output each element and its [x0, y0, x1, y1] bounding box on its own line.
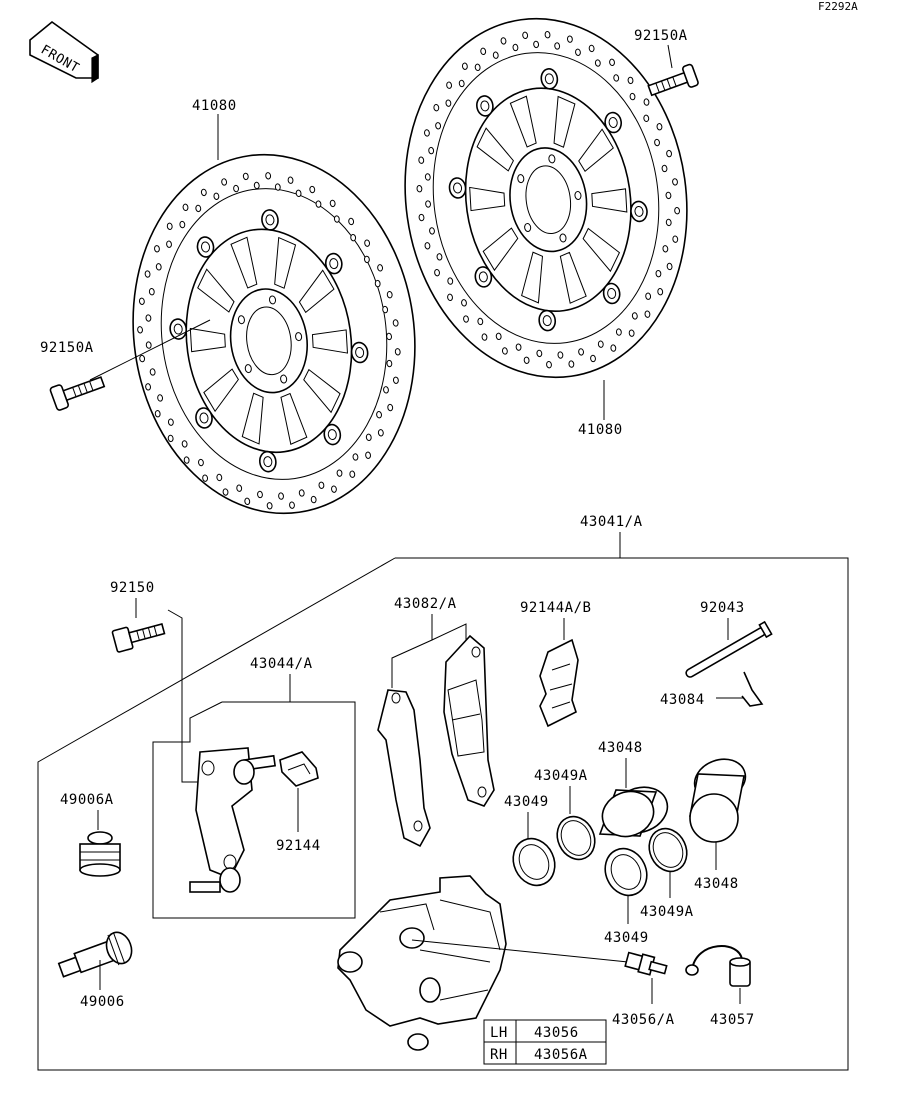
bracket-assembly-frame — [152, 701, 356, 919]
label-boot-a: 49006A — [60, 792, 114, 808]
label-bolt-right: 92150A — [634, 28, 688, 44]
label-disc-right: 41080 — [578, 422, 623, 438]
table-row-rh-part: 43056A — [534, 1047, 588, 1063]
caliper-side-table: LH 43056 RH 43056A — [483, 1019, 607, 1065]
slide-pin-icon — [57, 931, 133, 978]
brake-disc-right — [404, 17, 688, 379]
piston-top-icon — [598, 786, 669, 838]
caliper-assembly-frame — [37, 557, 849, 1071]
table-row-lh-side: LH — [490, 1025, 508, 1041]
label-clip-small: 92144 — [276, 838, 321, 854]
label-seal-top: 43049 — [504, 794, 549, 810]
brake-disc-left — [132, 153, 416, 515]
table-row-rh-side: RH — [490, 1047, 508, 1063]
pad-clip-small-icon — [279, 751, 319, 787]
label-slide-pin: 49006 — [80, 994, 125, 1010]
caliper-bolt-icon — [111, 622, 166, 653]
piston-right-icon — [689, 758, 747, 843]
label-caliper-bolt: 92150 — [110, 580, 155, 596]
label-seal-bottom: 43049 — [604, 930, 649, 946]
disc-bolt-right-icon — [647, 63, 699, 97]
label-bleeder: 43056/A — [612, 1012, 675, 1028]
label-pad-spring: 92144A/B — [520, 600, 591, 616]
seal-bottom-icon — [604, 847, 648, 897]
caliper-body-icon — [337, 875, 507, 1051]
label-bracket-assy: 43044/A — [250, 656, 313, 672]
front-arrow-icon: FRONT — [29, 20, 99, 84]
label-bleeder-cap: 43057 — [710, 1012, 755, 1028]
label-piston-right: 43048 — [694, 876, 739, 892]
brake-pad-left-icon — [377, 689, 431, 848]
seal-a-right-icon — [648, 827, 688, 873]
label-caliper-assy: 43041/A — [580, 514, 643, 530]
label-bolt-left: 92150A — [40, 340, 94, 356]
label-disc-left: 41080 — [192, 98, 237, 114]
bleeder-cap-icon — [685, 945, 751, 987]
label-pin-clip: 43084 — [660, 692, 705, 708]
seal-top-icon — [512, 837, 556, 887]
label-piston-top: 43048 — [598, 740, 643, 756]
pad-spring-icon — [539, 638, 579, 728]
label-seal-a-right: 43049A — [640, 904, 694, 920]
label-pin: 92043 — [700, 600, 745, 616]
bleeder-valve-icon — [624, 951, 668, 976]
caliper-bracket-icon — [189, 747, 277, 893]
diagram-code: F2292A — [818, 0, 858, 13]
disc-bolt-left-icon — [49, 376, 106, 411]
brake-pad-right-icon — [443, 634, 495, 807]
pad-pin-icon — [685, 620, 773, 678]
table-row-lh-part: 43056 — [534, 1025, 579, 1041]
label-pads: 43082/A — [394, 596, 457, 612]
boot-icon — [79, 831, 121, 877]
seal-a-top-icon — [556, 815, 596, 861]
label-seal-a-top: 43049A — [534, 768, 588, 784]
pin-clip-icon — [741, 671, 764, 707]
